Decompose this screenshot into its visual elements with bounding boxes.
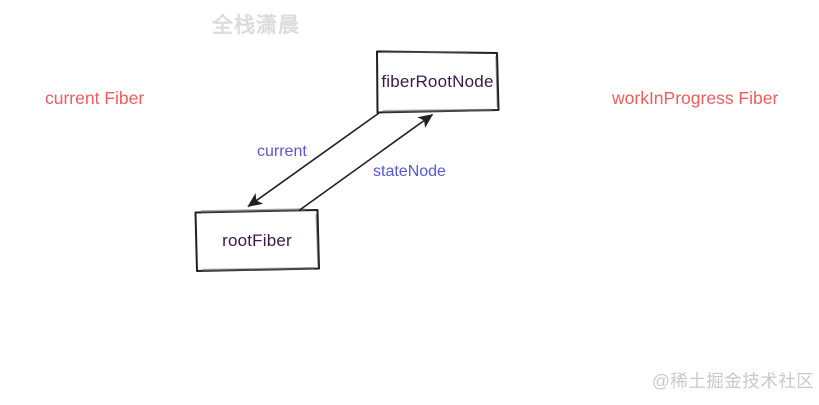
annotation-workinprogress-fiber: workInProgress Fiber — [612, 88, 779, 108]
fiber-root-node-label: fiberRootNode — [381, 71, 494, 91]
root-fiber-label: rootFiber — [222, 230, 292, 250]
annotation-current-fiber: current Fiber — [45, 88, 145, 108]
watermark-top: 全栈潇晨 — [212, 14, 300, 37]
current-arrow — [247, 112, 380, 208]
statenode-edge-label: stateNode — [373, 163, 446, 180]
watermark-bottom: @稀土掘金技术社区 — [652, 371, 815, 391]
fiber-root-node-box — [376, 50, 500, 114]
current-edge-label: current — [257, 143, 307, 160]
statenode-arrow — [298, 113, 434, 212]
root-fiber-box — [194, 208, 320, 272]
